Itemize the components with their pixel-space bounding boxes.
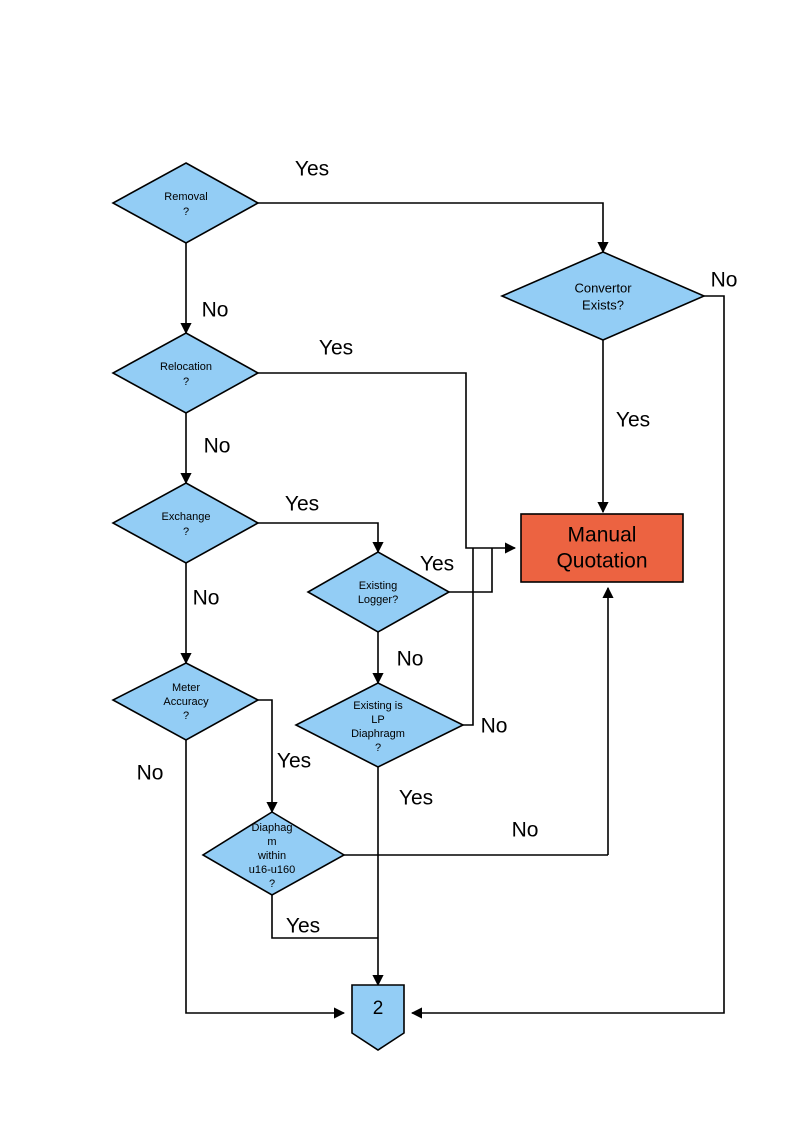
node-manual-quotation-line-0: Manual <box>568 524 637 547</box>
edge-label-meter-accuracy-no: No <box>137 762 164 785</box>
edge-relocation-yes <box>258 372 517 554</box>
node-convertor-exists[interactable]: Convertor Exists? <box>499 251 707 341</box>
node-diaphragm-range-line-0: Diaphag <box>252 822 293 834</box>
node-connector-2-label: 2 <box>373 998 384 1019</box>
node-diaphragm-range[interactable]: Diaphag m within u16-u160 ? <box>201 811 346 896</box>
decision-shape <box>499 251 707 341</box>
node-removal[interactable]: Removal ? <box>111 162 260 244</box>
node-meter-accuracy-line-2: ? <box>183 710 189 722</box>
node-relocation[interactable]: Relocation ? <box>111 332 260 414</box>
node-existing-lp-line-1: LP <box>371 714 384 726</box>
node-existing-lp-diaphragm[interactable]: Existing is LP Diaphragm ? <box>294 682 465 768</box>
edge-existing-lp-no <box>463 548 474 726</box>
node-convertor-exists-line-1: Exists? <box>582 297 624 312</box>
node-existing-logger[interactable]: Existing Logger? <box>306 551 451 633</box>
decision-shape <box>111 332 260 414</box>
edge-label-convertor-no: No <box>711 269 738 292</box>
off-page-connector-shape <box>351 984 405 1051</box>
node-meter-accuracy[interactable]: Meter Accuracy ? <box>111 662 260 741</box>
decision-shape <box>201 811 346 896</box>
edge-label-existing-lp-yes: Yes <box>399 787 433 810</box>
node-convertor-exists-line-0: Convertor <box>574 280 632 295</box>
edge-label-removal-yes: Yes <box>295 158 329 181</box>
edge-existing-logger-yes <box>449 548 493 593</box>
node-existing-lp-line-3: ? <box>375 742 381 754</box>
node-removal-line-0: Removal <box>164 191 207 203</box>
node-relocation-line-0: Relocation <box>160 361 212 373</box>
node-exchange[interactable]: Exchange ? <box>111 482 260 564</box>
node-existing-lp-line-0: Existing is <box>353 700 403 712</box>
edge-label-exchange-yes: Yes <box>285 493 319 516</box>
node-diaphragm-range-line-2: within <box>257 850 286 862</box>
decision-shape <box>111 482 260 564</box>
edge-label-relocation-no: No <box>204 435 231 458</box>
edge-label-relocation-yes: Yes <box>319 337 353 360</box>
decision-shape <box>111 162 260 244</box>
node-removal-line-1: ? <box>183 206 189 218</box>
edge-label-convertor-yes: Yes <box>616 409 650 432</box>
edge-exchange-yes <box>258 522 384 554</box>
node-connector-2[interactable]: 2 <box>351 984 405 1051</box>
node-manual-quotation-line-1: Quotation <box>556 550 647 573</box>
process-shape <box>520 513 684 583</box>
node-existing-lp-line-2: Diaphragm <box>351 728 405 740</box>
node-meter-accuracy-line-0: Meter <box>172 682 200 694</box>
edge-label-removal-no: No <box>202 299 229 322</box>
node-exchange-line-0: Exchange <box>162 511 211 523</box>
edge-meter-accuracy-yes <box>258 699 278 814</box>
decision-shape <box>294 682 465 768</box>
node-exchange-line-1: ? <box>183 526 189 538</box>
decision-shape <box>111 662 260 741</box>
edge-diaphragm-yes <box>271 895 378 939</box>
node-meter-accuracy-line-1: Accuracy <box>163 696 209 708</box>
edge-meter-accuracy-no <box>185 740 346 1019</box>
node-existing-logger-line-1: Logger? <box>358 594 398 606</box>
edge-removal-yes <box>258 202 609 254</box>
node-existing-logger-line-0: Existing <box>359 580 398 592</box>
node-relocation-line-1: ? <box>183 376 189 388</box>
node-diaphragm-range-line-3: u16-u160 <box>249 864 296 876</box>
edge-label-meter-accuracy-yes: Yes <box>277 750 311 773</box>
node-manual-quotation[interactable]: Manual Quotation <box>520 513 684 583</box>
decision-shape <box>306 551 451 633</box>
edge-convertor-no <box>410 295 725 1019</box>
edge-label-existing-logger-yes: Yes <box>420 553 454 576</box>
node-diaphragm-range-line-1: m <box>267 836 276 848</box>
edge-label-exchange-no: No <box>193 587 220 610</box>
edge-label-existing-logger-no: No <box>397 648 424 671</box>
node-diaphragm-range-line-4: ? <box>269 878 275 890</box>
edge-label-diaphragm-yes: Yes <box>286 915 320 938</box>
edge-label-diaphragm-no: No <box>512 819 539 842</box>
edge-label-existing-lp-no: No <box>481 715 508 738</box>
